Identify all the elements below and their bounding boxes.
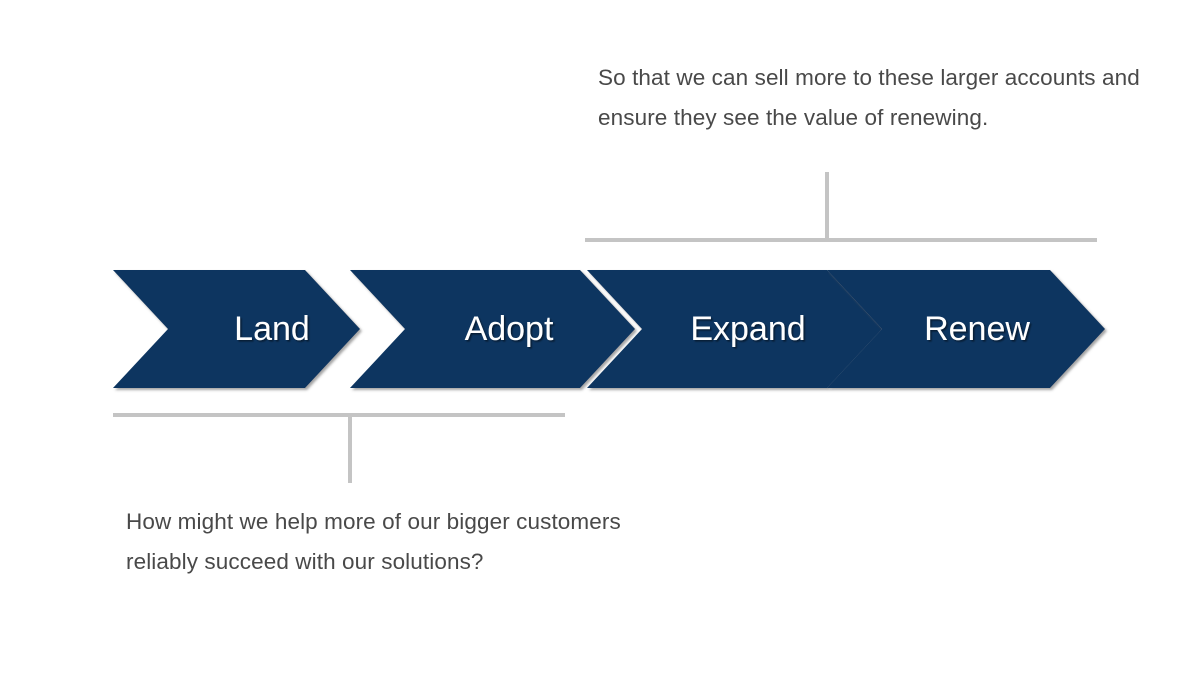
process-step-label-land: Land [234, 310, 310, 348]
process-step-label-adopt: Adopt [465, 310, 554, 348]
leader-line-bottom-stem [348, 415, 352, 483]
leader-line-top-stem [825, 172, 829, 242]
process-step-label-renew: Renew [924, 310, 1030, 348]
process-step-land[interactable]: Land [113, 270, 360, 388]
process-step-expand[interactable]: Expand [587, 270, 882, 388]
annotation-text-top: So that we can sell more to these larger… [598, 65, 1147, 130]
process-step-label-expand: Expand [690, 310, 805, 348]
process-step-adopt[interactable]: Adopt [350, 270, 635, 388]
leader-line-bottom-bracket [113, 413, 565, 417]
annotation-text-bottom: How might we help more of our bigger cus… [126, 509, 628, 574]
leader-line-top-bracket [585, 238, 1097, 242]
process-step-renew[interactable]: Renew [827, 270, 1105, 388]
